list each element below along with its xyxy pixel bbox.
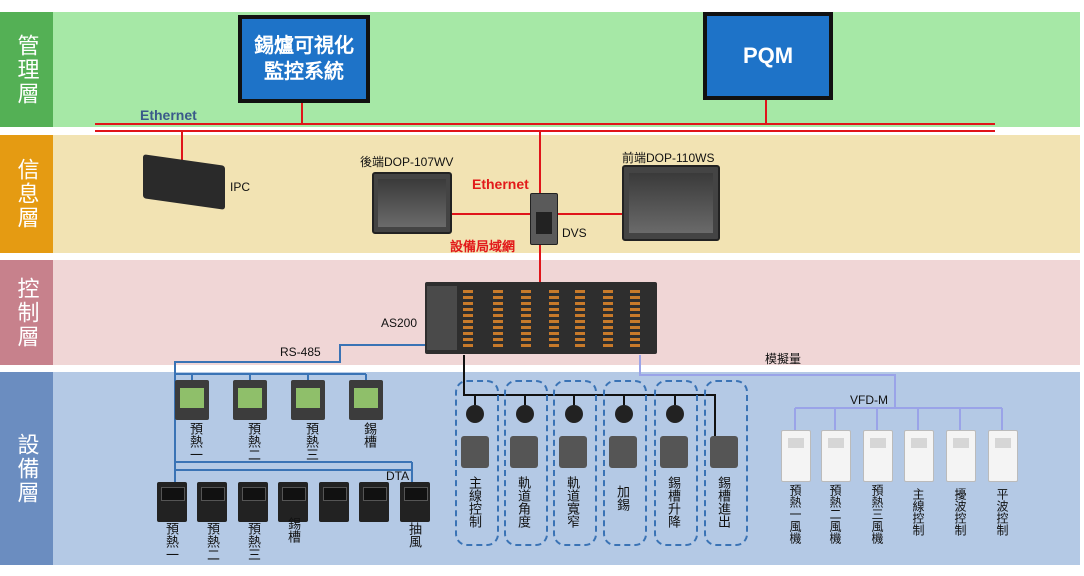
meter-label-3: 預熱三 <box>304 422 319 461</box>
vfd-label-6: 平波控制 <box>995 488 1009 536</box>
temp-controller-4 <box>278 482 308 522</box>
ethernet-backbone-label: Ethernet <box>140 107 197 123</box>
servo-motor-icon-6 <box>710 436 738 468</box>
dvs-switch-icon <box>530 193 558 245</box>
servo-label-3: 軌道寬窄 <box>565 476 580 528</box>
dvs-label: DVS <box>562 226 587 240</box>
servo-group-2 <box>504 380 548 546</box>
encoder-icon-4 <box>615 405 633 423</box>
rear-hmi-label: 後端DOP-107WV <box>360 155 454 169</box>
visual-monitoring-system-box: 錫爐可視化 監控系統 <box>238 15 370 103</box>
controller-label-5: 抽風 <box>407 522 422 548</box>
controller-label-4: 錫槽 <box>286 517 301 543</box>
meter-label-2: 預熱二 <box>246 422 261 461</box>
temp-controller-7 <box>400 482 430 522</box>
analog-label: 模擬量 <box>765 352 802 366</box>
encoder-icon-5 <box>666 405 684 423</box>
servo-motor-icon-3 <box>559 436 587 468</box>
servo-label-6: 錫槽進出 <box>716 476 731 528</box>
power-meter-1 <box>175 380 209 420</box>
servo-motor-icon-4 <box>609 436 637 468</box>
front-hmi-label: 前端DOP-110WS <box>622 151 715 165</box>
rs485-label: RS-485 <box>280 345 321 359</box>
servo-label-2: 軌道角度 <box>516 476 531 528</box>
power-meter-2 <box>233 380 267 420</box>
controller-label-3: 預熱三 <box>246 522 261 561</box>
vfd-label-5: 擾波控制 <box>953 488 967 536</box>
servo-group-1 <box>455 380 499 546</box>
plc-as200-icon <box>425 282 657 354</box>
layer-label-information: 信息層 <box>0 135 53 253</box>
temp-controller-2 <box>197 482 227 522</box>
temp-controller-5 <box>319 482 349 522</box>
servo-label-4: 加錫 <box>615 485 630 511</box>
layer-label-management: 管理層 <box>0 12 53 127</box>
vfd-drive-icon-1 <box>781 430 811 482</box>
vfd-label: VFD-M <box>850 393 888 407</box>
rear-hmi-screen-icon <box>372 172 452 234</box>
temp-controller-6 <box>359 482 389 522</box>
servo-label-5: 錫槽升降 <box>666 476 681 528</box>
servo-group-3 <box>553 380 597 546</box>
plc-label: AS200 <box>381 316 418 330</box>
servo-motor-icon-2 <box>510 436 538 468</box>
controller-label-1: 預熱一 <box>164 522 179 561</box>
meter-label-4: 錫槽 <box>362 422 377 448</box>
encoder-icon-3 <box>565 405 583 423</box>
device-lan-label: 設備局域網 <box>450 239 516 254</box>
servo-group-6 <box>704 380 748 546</box>
front-hmi-screen-icon <box>622 165 720 241</box>
layer-label-equipment: 設備層 <box>0 372 53 565</box>
controller-label-2: 預熱二 <box>205 522 220 561</box>
vfd-label-4: 主線控制 <box>911 488 925 536</box>
vfd-drive-icon-6 <box>988 430 1018 482</box>
servo-group-5 <box>654 380 698 546</box>
ethernet-switch-label: Ethernet <box>472 176 529 192</box>
dta-label: DTA <box>386 469 410 483</box>
servo-motor-icon-5 <box>660 436 688 468</box>
servo-label-1: 主線控制 <box>467 476 482 528</box>
vfd-drive-icon-4 <box>904 430 934 482</box>
temp-controller-3 <box>238 482 268 522</box>
vfd-drive-icon-2 <box>821 430 851 482</box>
power-meter-4 <box>349 380 383 420</box>
vfd-label-2: 預熱二風機 <box>828 484 842 544</box>
pqm-system-box: PQM <box>703 12 833 100</box>
ipc-label: IPC <box>230 180 251 194</box>
vfd-drive-icon-3 <box>863 430 893 482</box>
layer-label-control: 控制層 <box>0 260 53 365</box>
power-meter-3 <box>291 380 325 420</box>
meter-label-1: 預熱一 <box>188 422 203 461</box>
encoder-icon-1 <box>466 405 484 423</box>
temp-controller-1 <box>157 482 187 522</box>
servo-group-4 <box>603 380 647 546</box>
vfd-label-1: 預熱一風機 <box>788 484 802 544</box>
vfd-label-3: 預熱三風機 <box>870 484 884 544</box>
management-band <box>53 12 1080 127</box>
vfd-drive-icon-5 <box>946 430 976 482</box>
servo-motor-icon-1 <box>461 436 489 468</box>
encoder-icon-2 <box>516 405 534 423</box>
